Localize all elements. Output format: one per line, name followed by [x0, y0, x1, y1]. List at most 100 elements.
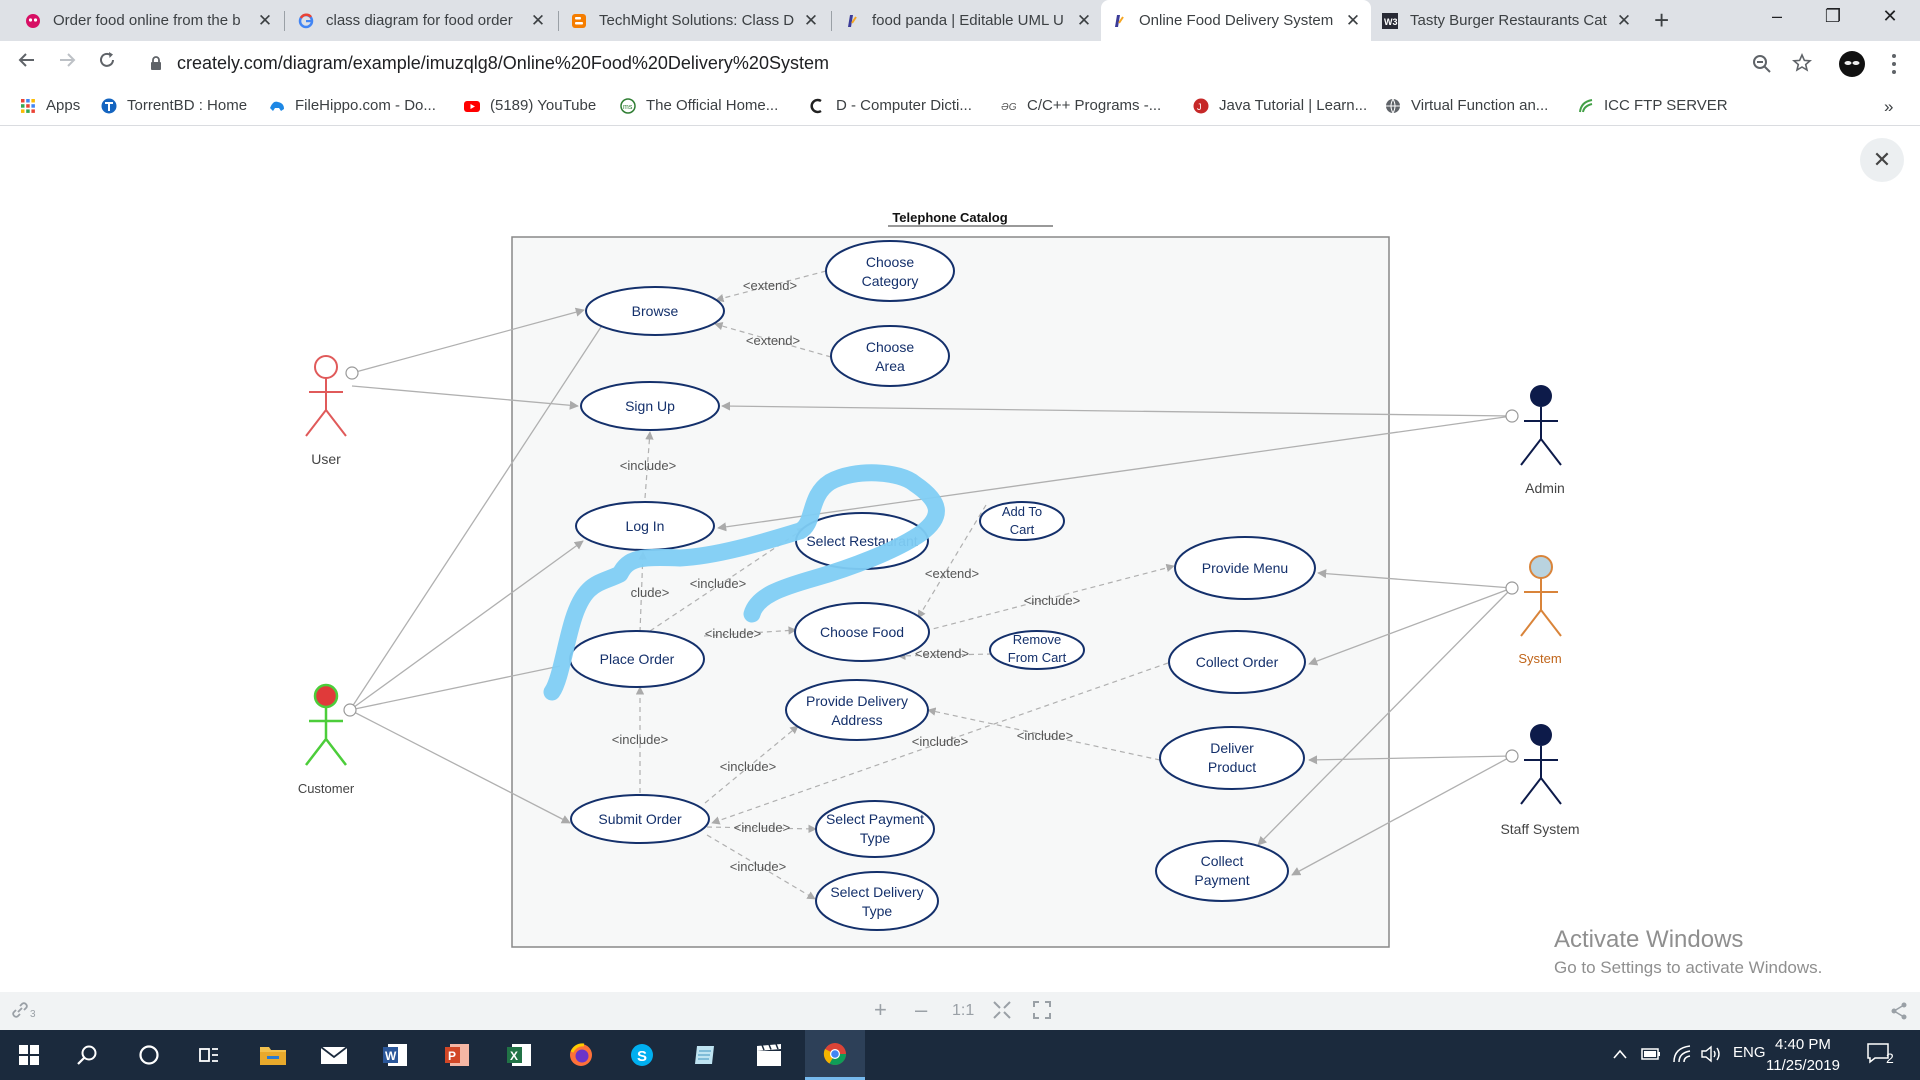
actor-admin[interactable]: Admin: [1505, 385, 1565, 496]
zoom-reset-button[interactable]: 1:1: [952, 1002, 975, 1019]
extend-line: [897, 651, 993, 661]
usecase-deliver-product[interactable]: Deliver Product: [1159, 726, 1305, 790]
include-line: [644, 431, 654, 499]
taskbar-powerpoint[interactable]: P: [428, 1030, 486, 1080]
bookmark-youtube[interactable]: (5189) YouTube: [464, 97, 596, 114]
link-indicator[interactable]: 3: [10, 1000, 36, 1020]
fullscreen-icon[interactable]: [1033, 1001, 1051, 1019]
lock-icon[interactable]: [150, 55, 162, 71]
actor-staff-system[interactable]: Staff System: [1500, 724, 1580, 837]
taskbar-search-button[interactable]: [58, 1030, 116, 1080]
close-window-button[interactable]: ✕: [1882, 6, 1898, 26]
profile-avatar-icon[interactable]: [1839, 51, 1865, 77]
zoom-in-button[interactable]: +: [874, 997, 887, 1022]
tab-close-icon[interactable]: ✕: [530, 10, 546, 30]
actor-customer[interactable]: Customer: [298, 683, 357, 796]
taskbar-movie-maker[interactable]: [740, 1030, 798, 1080]
language-indicator[interactable]: ENG: [1733, 1044, 1766, 1061]
usecase-collect-order[interactable]: Collect Order: [1168, 630, 1306, 694]
relation-label: clude>: [631, 585, 670, 600]
bookmark-torrentbd[interactable]: TorrentBD : Home: [101, 97, 247, 114]
battery-icon[interactable]: [1641, 1047, 1661, 1061]
svg-text:Deliver: Deliver: [1210, 740, 1254, 756]
tab-class-diagram[interactable]: class diagram for food order ✕: [288, 0, 556, 41]
reload-button[interactable]: [92, 49, 122, 79]
taskbar-firefox[interactable]: [552, 1030, 610, 1080]
taskbar-notes[interactable]: [676, 1030, 734, 1080]
actor-body: [1520, 578, 1562, 637]
bookmark-official-home[interactable]: ms The Official Home...: [620, 97, 778, 114]
system-clock[interactable]: 4:40 PM 11/25/2019: [1766, 1034, 1840, 1076]
tab-close-icon[interactable]: ✕: [1345, 10, 1361, 30]
address-bar[interactable]: creately.com/diagram/example/imuzqlg8/On…: [177, 53, 829, 73]
tab-online-food-delivery[interactable]: Online Food Delivery System ✕: [1101, 0, 1371, 41]
usecase-add-to-cart[interactable]: Add To Cart: [979, 501, 1065, 541]
taskbar-skype[interactable]: S: [613, 1030, 671, 1080]
forward-button[interactable]: [52, 49, 82, 79]
usecase-place-order[interactable]: Place Order: [569, 630, 705, 688]
tab-close-icon[interactable]: ✕: [257, 10, 273, 30]
relation-label: <include>: [720, 759, 776, 774]
bookmark-filehippo[interactable]: FileHippo.com - Do...: [269, 97, 436, 114]
tab-close-icon[interactable]: ✕: [803, 10, 819, 30]
zoom-icon[interactable]: [1752, 54, 1772, 74]
start-button[interactable]: [0, 1030, 58, 1080]
usecase-provide-delivery-address[interactable]: Provide Delivery Address: [785, 679, 929, 741]
action-center-button[interactable]: 2: [1866, 1042, 1906, 1068]
tab-close-icon[interactable]: ✕: [1616, 10, 1632, 30]
volume-icon[interactable]: [1700, 1045, 1722, 1063]
usecase-collect-payment[interactable]: Collect Payment: [1155, 840, 1289, 902]
maximize-button[interactable]: ❐: [1824, 6, 1842, 26]
minimize-button[interactable]: –: [1771, 6, 1782, 26]
use-cases: Browse Choose Category Choose Area Sign …: [569, 240, 1316, 931]
new-tab-button[interactable]: +: [1654, 5, 1670, 35]
actor-system[interactable]: System: [1505, 555, 1562, 666]
zoom-out-button[interactable]: –: [915, 997, 928, 1022]
usecase-choose-area[interactable]: Choose Area: [830, 325, 950, 387]
tab-tasty-burger[interactable]: W3 Tasty Burger Restaurants Cat ✕: [1372, 0, 1642, 41]
bookmark-computer-dictionary[interactable]: D - Computer Dicti...: [810, 97, 972, 114]
back-button[interactable]: [12, 49, 42, 79]
bookmarks-overflow-button[interactable]: »: [1884, 97, 1894, 116]
bookmark-icc-ftp[interactable]: ICC FTP SERVER: [1578, 97, 1728, 114]
tab-food-panda-uml[interactable]: food panda | Editable UML U ✕: [834, 0, 1102, 41]
tab-close-icon[interactable]: ✕: [1076, 10, 1092, 30]
taskbar-chrome[interactable]: [805, 1030, 865, 1080]
usecase-log-in[interactable]: Log In: [575, 501, 715, 551]
close-diagram-button[interactable]: ✕: [1860, 138, 1904, 182]
wifi-icon[interactable]: [1672, 1044, 1692, 1064]
svg-text:ms: ms: [623, 104, 633, 111]
usecase-choose-category[interactable]: Choose Category: [825, 240, 955, 302]
bookmark-cpp-programs[interactable]: ƏG C/C++ Programs -...: [1001, 97, 1161, 114]
usecase-choose-food[interactable]: Choose Food: [794, 602, 930, 662]
bookmark-label: FileHippo.com - Do...: [295, 97, 436, 114]
tab-order-food[interactable]: Order food online from the b ✕: [15, 0, 283, 41]
fit-to-screen-icon[interactable]: [993, 1001, 1011, 1019]
taskbar-excel[interactable]: X: [490, 1030, 548, 1080]
notification-icon: [1867, 1043, 1889, 1064]
share-icon[interactable]: [1890, 1002, 1908, 1020]
bookmark-java-tutorial[interactable]: J Java Tutorial | Learn...: [1193, 97, 1367, 114]
cortana-button[interactable]: [120, 1030, 178, 1080]
more-menu-icon[interactable]: [1890, 53, 1898, 75]
tray-chevron-icon[interactable]: [1612, 1048, 1628, 1060]
usecase-submit-order[interactable]: Submit Order: [570, 794, 710, 844]
taskbar-file-explorer[interactable]: [244, 1030, 302, 1080]
taskbar-mail[interactable]: [305, 1030, 363, 1080]
actor-user[interactable]: User: [305, 355, 359, 467]
bookmark-star-icon[interactable]: [1792, 53, 1812, 73]
usecase-select-payment-type[interactable]: Select Payment Type: [815, 800, 935, 858]
diagram-canvas[interactable]: Telephone Catalog: [0, 126, 1920, 992]
association-line: [1317, 569, 1513, 589]
bookmark-apps[interactable]: Apps: [20, 97, 80, 114]
usecase-provide-menu[interactable]: Provide Menu: [1174, 536, 1316, 600]
tab-techmight[interactable]: TechMight Solutions: Class D ✕: [561, 0, 829, 41]
bookmark-virtual-function[interactable]: Virtual Function an...: [1385, 97, 1548, 114]
usecase-browse[interactable]: Browse: [585, 286, 725, 336]
usecase-sign-up[interactable]: Sign Up: [580, 381, 720, 431]
usecase-remove-from-cart[interactable]: Remove From Cart: [989, 630, 1085, 670]
taskbar-word[interactable]: W: [366, 1030, 424, 1080]
usecase-select-delivery-type[interactable]: Select Delivery Type: [815, 871, 939, 931]
creately-icon: [1115, 14, 1124, 27]
task-view-button[interactable]: [180, 1030, 238, 1080]
